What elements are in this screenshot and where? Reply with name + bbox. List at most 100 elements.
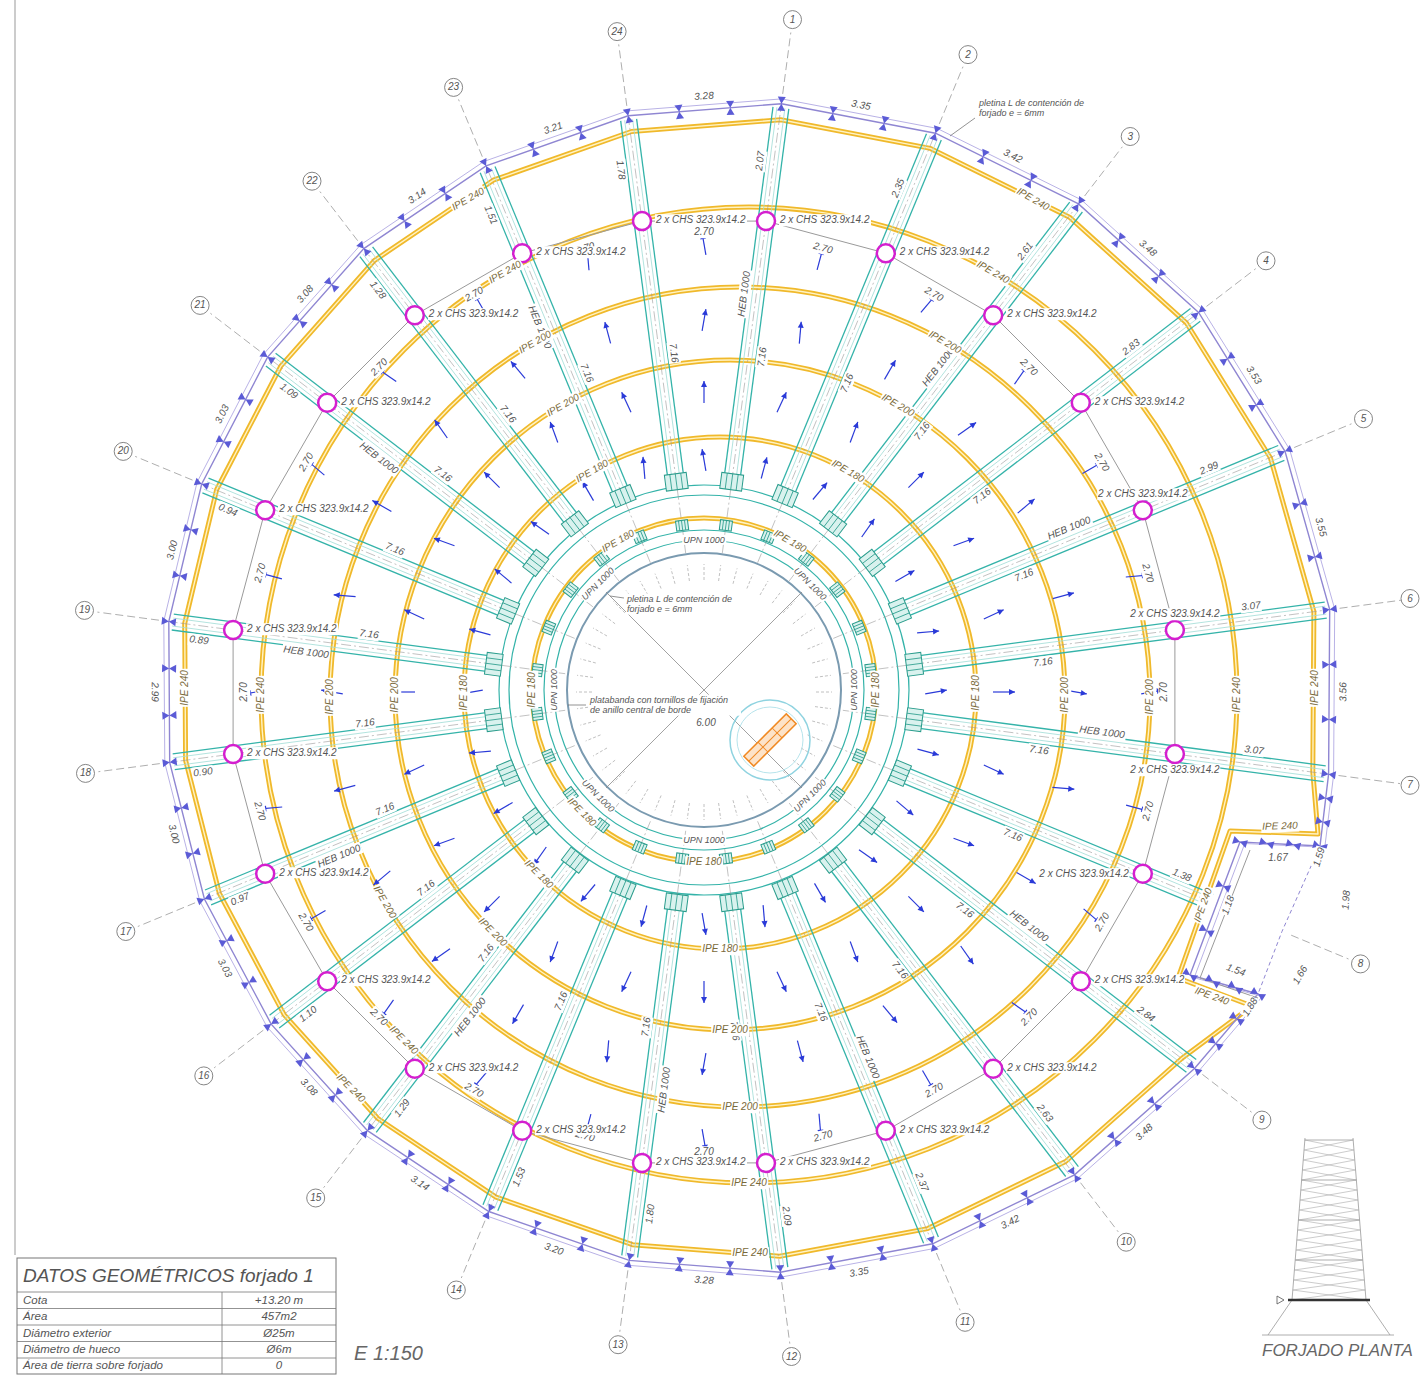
axis-bubble [117, 923, 135, 941]
tower-icon [1298, 1210, 1358, 1220]
anchor-mark [360, 1131, 368, 1139]
axis-number: 19 [78, 605, 91, 617]
heb-radial-beam [790, 878, 939, 1237]
core-diagonal [606, 592, 802, 788]
tower-icon [1302, 1170, 1356, 1180]
connection-hatch [499, 765, 514, 771]
connection-hatch [501, 770, 516, 776]
connection-hatch [736, 894, 738, 910]
column-circle [1166, 745, 1184, 763]
column-chord [233, 221, 1175, 1163]
connection-hatch [615, 878, 621, 893]
dimension-label: 3.00 [165, 822, 181, 846]
connection-plate [720, 893, 744, 912]
axis-number: 20 [117, 446, 130, 458]
connection-hatch [736, 475, 738, 491]
core-tick [626, 781, 636, 794]
leader-line [950, 118, 975, 136]
upn-core-ring [544, 530, 864, 850]
heb-radial-beam [266, 366, 537, 574]
column-circle [984, 1060, 1002, 1078]
dimension-label: 2.07 [753, 149, 767, 172]
load-arrowhead [469, 628, 476, 634]
connection-plate [852, 749, 866, 764]
connection-plate [484, 708, 503, 732]
anchor-mark [1159, 269, 1167, 277]
anchor-mark [1232, 836, 1240, 844]
upn-core-ring [499, 485, 909, 895]
beam-label: HEB 1000 [1006, 907, 1051, 945]
core-tick [640, 789, 648, 803]
anchor-mark [532, 149, 540, 157]
table-rule [17, 1292, 336, 1293]
heb-radial-beam [869, 318, 1198, 570]
dimension-label: 2.70 [251, 561, 268, 585]
tower-icon [1296, 1240, 1361, 1250]
load-arrowhead [798, 322, 804, 328]
axis-line [789, 207, 1076, 581]
tower-icon [1366, 1300, 1390, 1335]
heb-radial-beam [626, 895, 674, 1256]
connection-plate [610, 876, 636, 899]
axis-leader [1339, 776, 1401, 784]
column-circle [757, 1154, 775, 1172]
axis-leader [1207, 269, 1256, 307]
dimension-label: 1.18 [1219, 893, 1237, 917]
connection-hatch [681, 473, 683, 489]
anchor-mark [303, 1052, 311, 1060]
table-cell: +13.20 m [254, 1294, 304, 1307]
load-arrowhead [781, 985, 787, 992]
beam-label: IPE 240 [731, 1247, 769, 1259]
dimension-label: 2.35 [888, 176, 907, 200]
dimension-label: 6.00 [695, 717, 716, 729]
frame-line [15, 0, 16, 1255]
heb-radial-beam [209, 478, 518, 606]
note: pletina L de contención de forjado e = 6… [978, 98, 1090, 119]
anchor-mark [934, 125, 942, 133]
core-tick [671, 800, 675, 815]
dimension-label: 2.70 [367, 355, 390, 378]
load-arrowhead [550, 956, 556, 963]
anchor-mark [271, 1017, 279, 1024]
load-arrowhead [702, 928, 708, 934]
anchor-mark [575, 125, 583, 133]
axis-line [370, 803, 619, 1127]
load-arrow [435, 420, 448, 438]
load-arrow [850, 422, 858, 443]
load-arrow [908, 896, 924, 912]
anchor-mark [260, 350, 268, 357]
dimension-label: 0.94 [216, 501, 240, 520]
core-tick [586, 735, 601, 741]
table-cell: Cota [22, 1294, 48, 1307]
heb-radial-beam [786, 138, 938, 504]
connection-hatch [678, 853, 679, 863]
lift-symbol [749, 719, 791, 761]
connection-hatch [675, 474, 677, 490]
tower-icon [1298, 1230, 1362, 1240]
connection-hatch [769, 841, 773, 850]
dimension-label: 7.16 [1031, 654, 1054, 668]
ipe-ring-beam [261, 207, 1237, 1183]
core-tick [704, 804, 705, 820]
ipe-ring-beam [395, 360, 1065, 1030]
dimension-label: 3.07 [1239, 599, 1262, 613]
connection-plate [664, 893, 688, 912]
heb-radial-beam [637, 119, 686, 488]
connection-hatch [533, 666, 543, 667]
table-cell: 457m2 [260, 1310, 297, 1323]
axis-number: 14 [450, 1284, 463, 1296]
dimension-label: 2.70 [462, 1080, 486, 1101]
anchor-mark [1115, 1139, 1123, 1147]
dimension-label: 3.00 [163, 538, 179, 562]
connection-hatch [681, 520, 682, 530]
connection-hatch [487, 658, 503, 660]
axis-number: 5 [1360, 413, 1368, 425]
anchor-mark [828, 114, 836, 122]
scale-label: E 1:150 [353, 1342, 424, 1365]
anchor-mark [1223, 885, 1231, 892]
anchor-mark [238, 392, 246, 399]
beam-label: IPE 180 [701, 943, 739, 955]
anchor-mark [1321, 769, 1329, 777]
beam-label: IPE 180 [522, 857, 557, 892]
load-arrowhead [918, 906, 924, 912]
